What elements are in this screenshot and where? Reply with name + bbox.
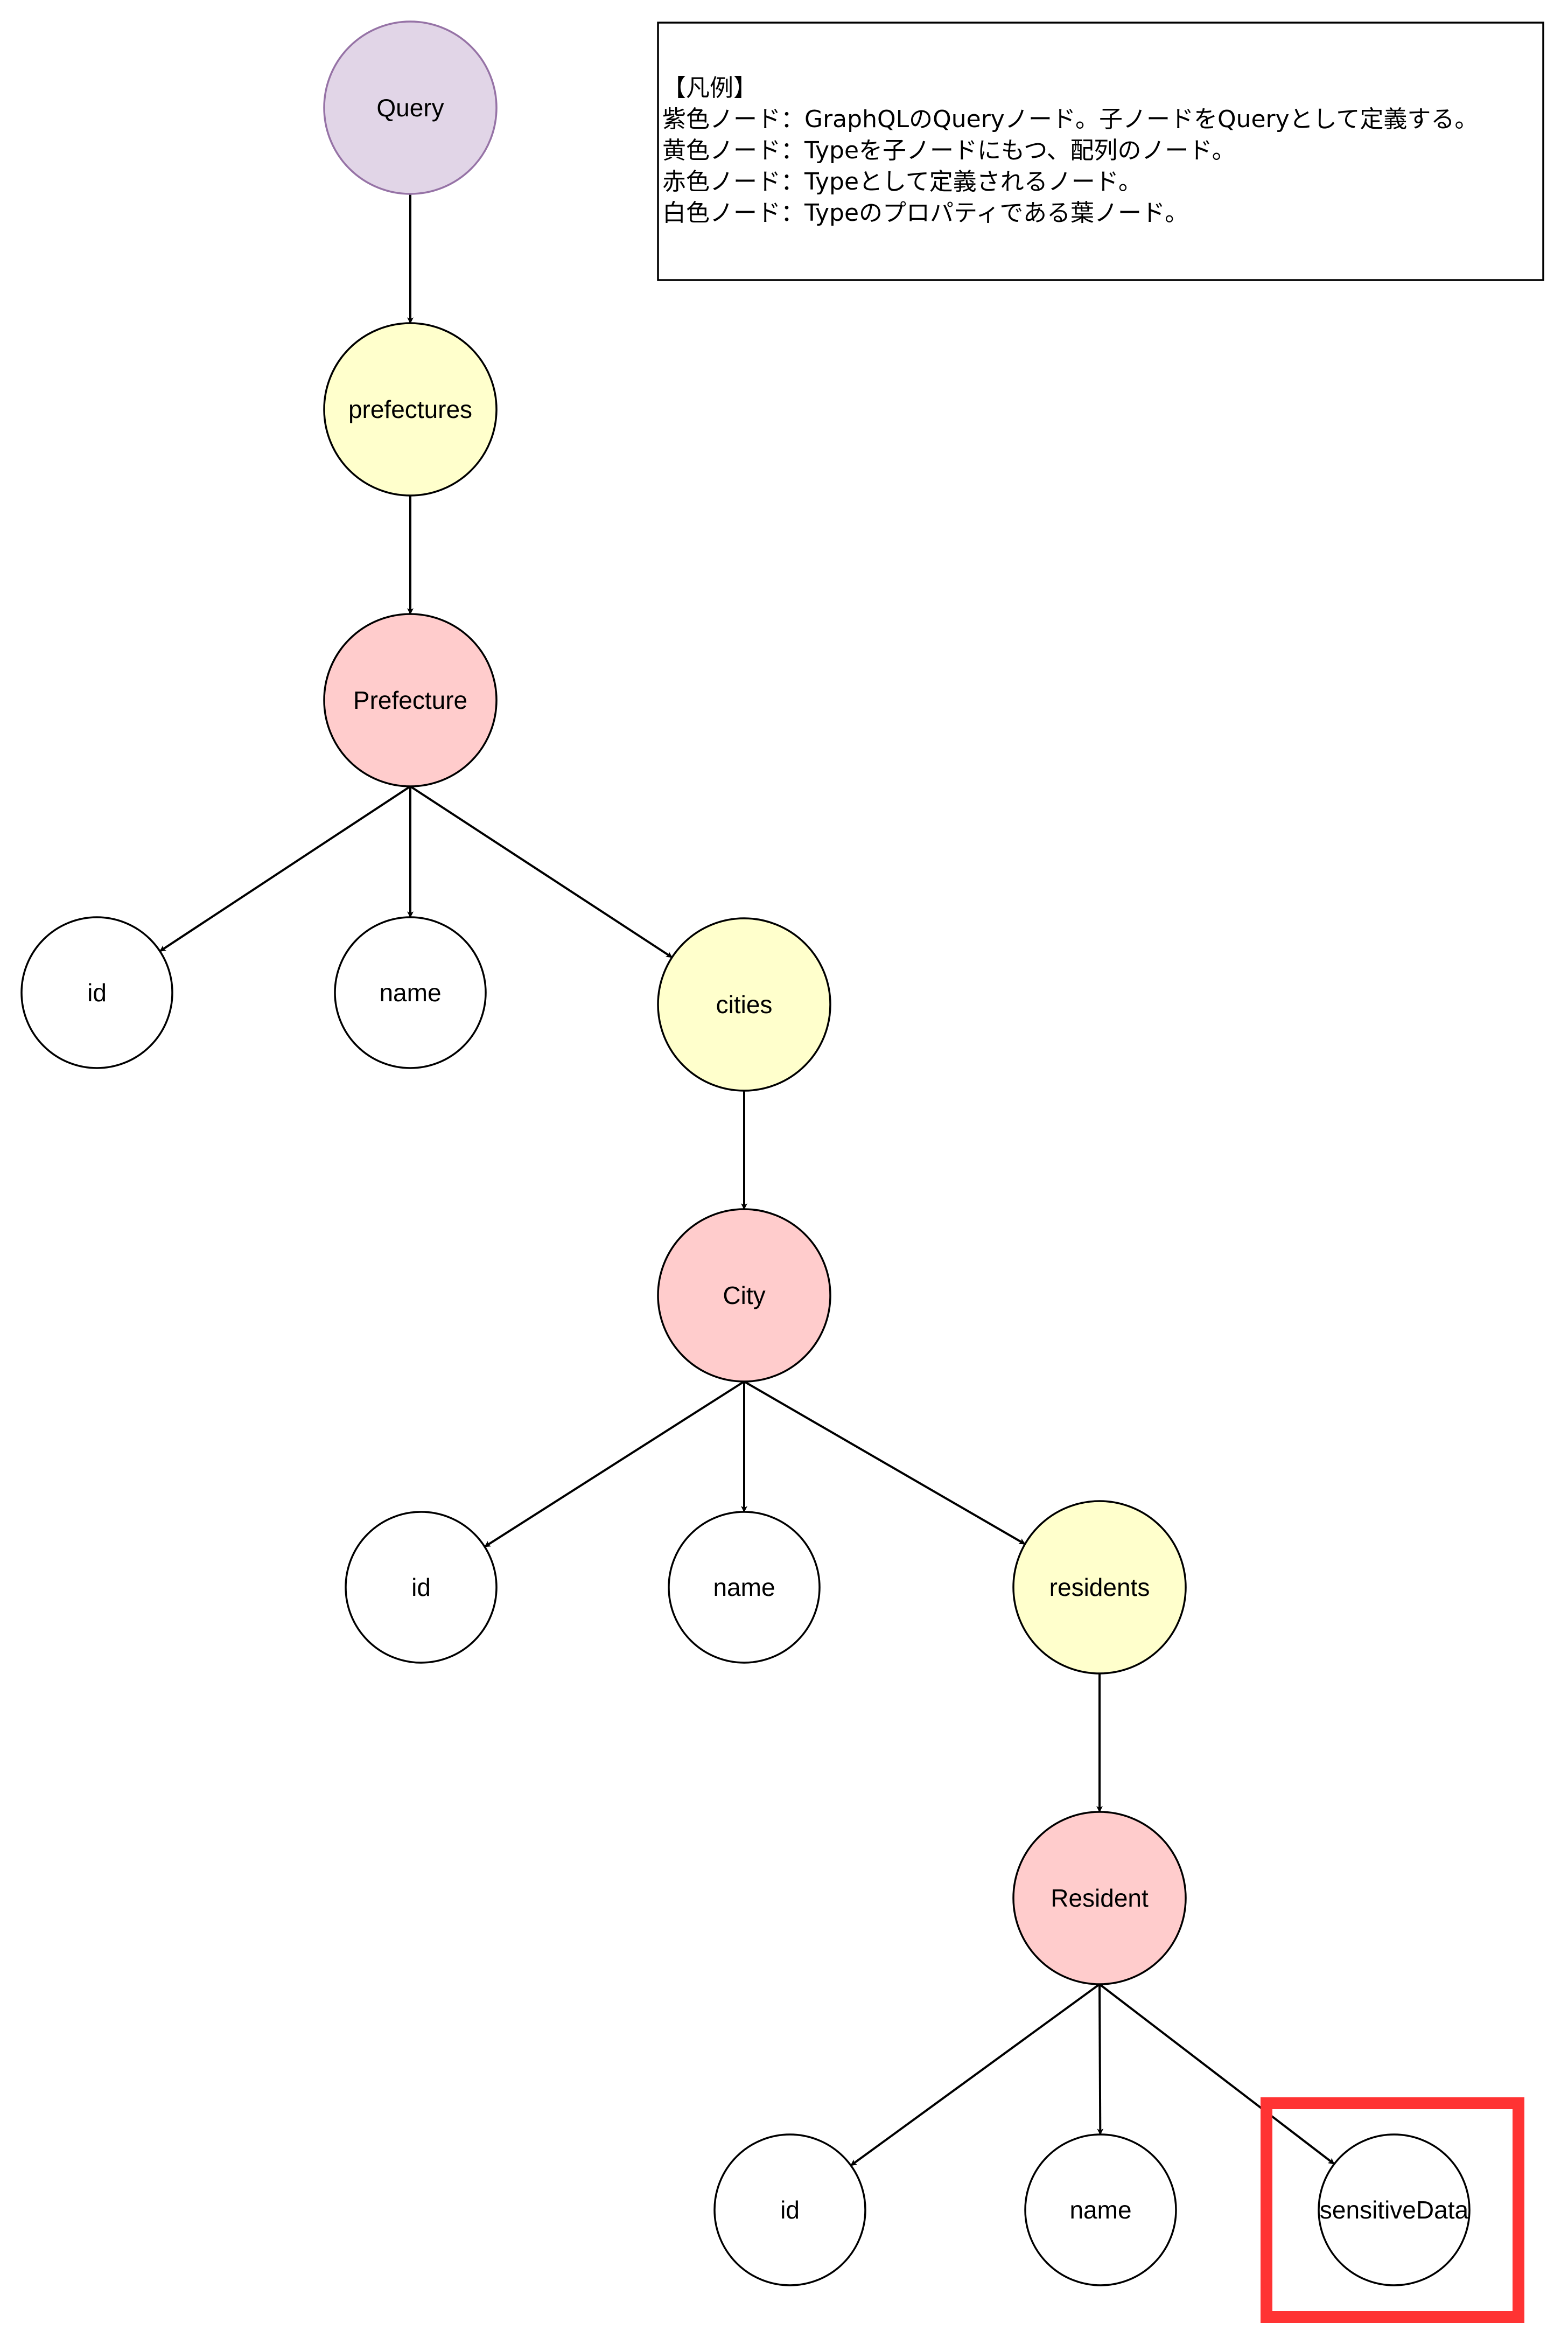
- node-prefecture-label: Prefecture: [353, 686, 467, 714]
- node-res_id-circle: [713, 2133, 866, 2286]
- node-res_name-circle: [1024, 2133, 1177, 2286]
- node-resident: Resident: [1012, 1811, 1187, 1985]
- node-sensitive: sensitiveData: [1318, 2133, 1471, 2286]
- node-res_name-label: name: [1069, 2196, 1131, 2224]
- node-residents: residents: [1012, 1500, 1187, 1675]
- node-prefecture-circle: [323, 613, 498, 787]
- legend-box: [657, 22, 1544, 281]
- legend-line-5: 白色ノード：Typeのプロパティである葉ノード。: [662, 199, 1188, 227]
- node-pref_name-label: name: [379, 979, 441, 1007]
- node-sensitive-label: sensitiveData: [1320, 2196, 1469, 2224]
- edges: [159, 194, 1335, 2167]
- node-city_id: id: [345, 1511, 498, 1664]
- edge-resident-to-sensitive: [1098, 1983, 1335, 2165]
- node-res_id-label: id: [780, 2196, 800, 2224]
- legend-line-1: 【凡例】: [662, 74, 757, 102]
- node-pref_id-label: id: [87, 979, 107, 1007]
- node-res_id: id: [713, 2133, 866, 2286]
- node-query-circle: [323, 20, 498, 195]
- node-resident-circle: [1012, 1811, 1187, 1985]
- edge-prefecture-to-cities: [409, 785, 673, 959]
- node-city_name-circle: [668, 1511, 821, 1664]
- legend: 【凡例】 紫色ノード：GraphQLのQueryノード。子ノードをQueryとし…: [657, 22, 1544, 281]
- node-city_id-label: id: [411, 1573, 431, 1601]
- node-city_name: name: [668, 1511, 821, 1664]
- node-prefectures-label: prefectures: [348, 395, 472, 423]
- node-city_id-circle: [345, 1511, 498, 1664]
- legend-line-3: 黄色ノード：Typeを子ノードにもつ、配列のノード。: [662, 137, 1236, 164]
- legend-line-2: 紫色ノード：GraphQLのQueryノード。子ノードをQueryとして定義する…: [662, 106, 1478, 133]
- node-residents-label: residents: [1049, 1573, 1150, 1601]
- node-prefecture: Prefecture: [323, 613, 498, 787]
- node-pref_name-circle: [334, 916, 487, 1069]
- edge-prefecture-to-pref_id: [159, 785, 411, 952]
- legend-line-4: 赤色ノード：Typeとして定義されるノード。: [662, 168, 1142, 196]
- node-query-label: Query: [376, 94, 444, 122]
- node-cities-circle: [657, 917, 831, 1092]
- node-query: Query: [323, 20, 498, 195]
- edge-city-to-residents: [743, 1380, 1026, 1545]
- edge-resident-to-res_id: [850, 1983, 1101, 2167]
- node-sensitive-circle: [1318, 2133, 1471, 2286]
- node-pref_id: id: [20, 916, 173, 1069]
- node-city-label: City: [723, 1281, 765, 1309]
- node-pref_name: name: [334, 916, 487, 1069]
- edge-city-to-city_id: [484, 1380, 745, 1548]
- node-res_name: name: [1024, 2133, 1177, 2286]
- sensitive-data-highlight-box: [1261, 2097, 1524, 2323]
- node-residents-circle: [1012, 1500, 1187, 1675]
- node-city-circle: [657, 1208, 831, 1383]
- node-resident-label: Resident: [1051, 1884, 1149, 1912]
- node-pref_id-circle: [20, 916, 173, 1069]
- node-cities: cities: [657, 917, 831, 1092]
- node-city_name-label: name: [713, 1573, 775, 1601]
- node-prefectures-circle: [323, 322, 498, 497]
- node-city: City: [657, 1208, 831, 1383]
- node-prefectures: prefectures: [323, 322, 498, 497]
- node-cities-label: cities: [716, 990, 773, 1018]
